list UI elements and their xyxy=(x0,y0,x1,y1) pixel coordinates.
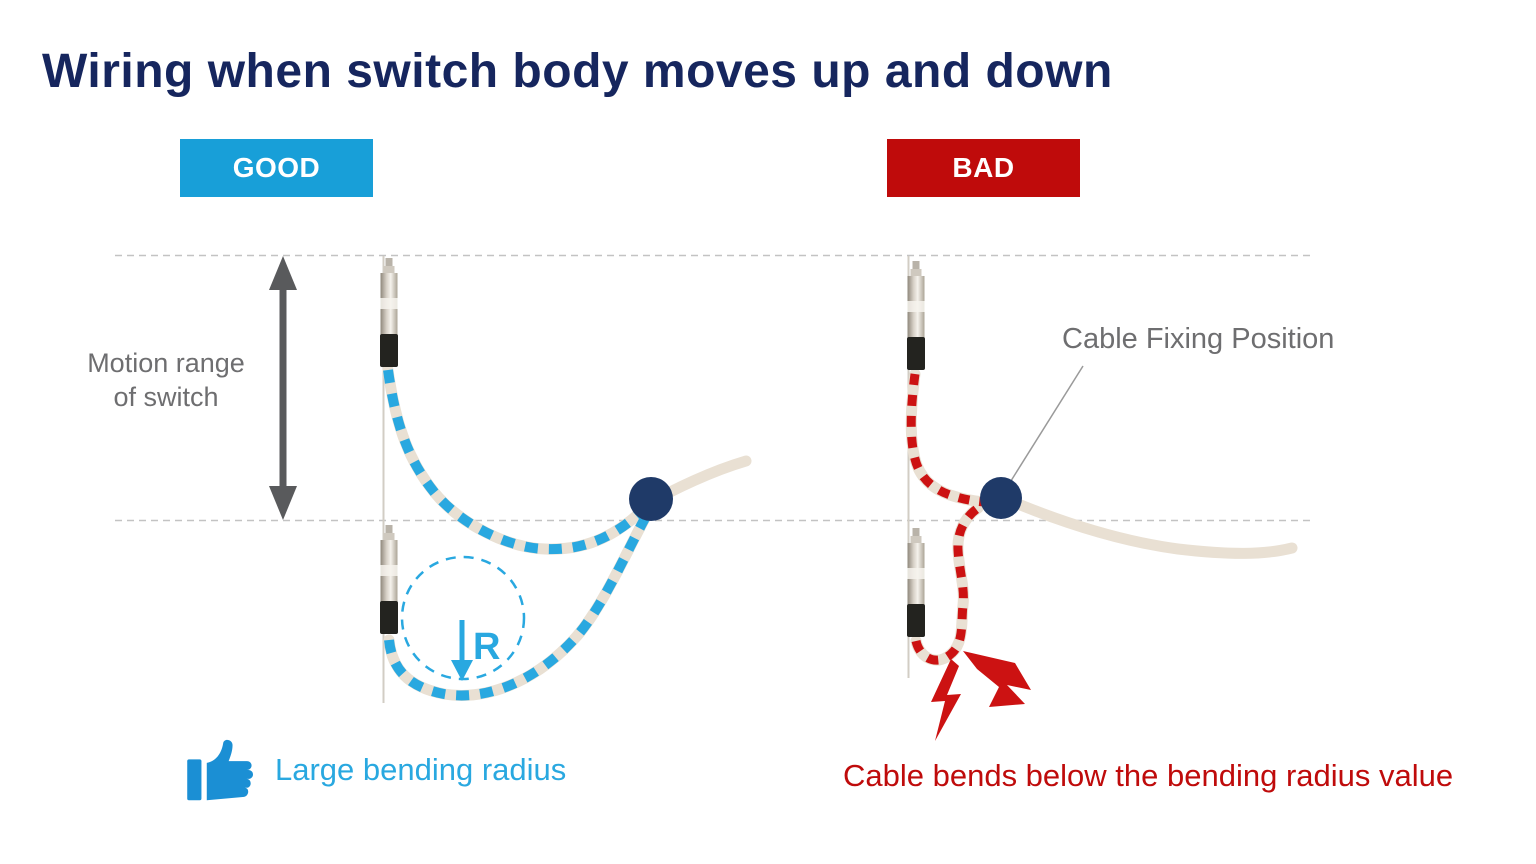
motion-range-label: Motion range of switch xyxy=(60,346,272,414)
cable-fixing-position-label: Cable Fixing Position xyxy=(1062,323,1335,355)
good-switch-lower-position xyxy=(380,525,398,634)
fixing-label-leader-line xyxy=(1008,365,1084,485)
good-cable-upper xyxy=(383,369,654,555)
good-cable-fixing-dot xyxy=(629,477,673,521)
good-caption: Large bending radius xyxy=(185,738,566,802)
bad-switch-lower-position xyxy=(907,528,925,637)
bad-badge: BAD xyxy=(887,139,1080,197)
good-switch-upper-position xyxy=(380,258,398,367)
thumbs-up-icon xyxy=(187,739,253,801)
good-badge: GOOD xyxy=(180,139,373,197)
good-cable-upper-base xyxy=(382,364,656,555)
bad-cable-upper-base xyxy=(905,368,990,508)
bad-switch-upper-position xyxy=(907,261,925,370)
lightning-bolt-icon xyxy=(931,651,1031,741)
bad-cable-loop xyxy=(911,504,981,665)
bad-cable-exit xyxy=(1012,498,1298,559)
page-title: Wiring when switch body moves up and dow… xyxy=(42,45,1113,98)
motion-range-line1: Motion range xyxy=(87,348,245,378)
double-headed-arrow-icon xyxy=(269,256,297,520)
radius-arrow-icon xyxy=(451,620,473,681)
good-cable-loop xyxy=(384,508,654,701)
bad-cable-loop-base xyxy=(910,502,984,666)
motion-range-line2: of switch xyxy=(113,382,219,412)
bad-cable-upper xyxy=(906,373,985,507)
good-caption-text: Large bending radius xyxy=(275,752,567,787)
radius-r-label: R xyxy=(473,626,501,668)
bad-cable-fixing-dot xyxy=(980,477,1022,519)
bad-caption: Cable bends below the bending radius val… xyxy=(843,758,1454,793)
